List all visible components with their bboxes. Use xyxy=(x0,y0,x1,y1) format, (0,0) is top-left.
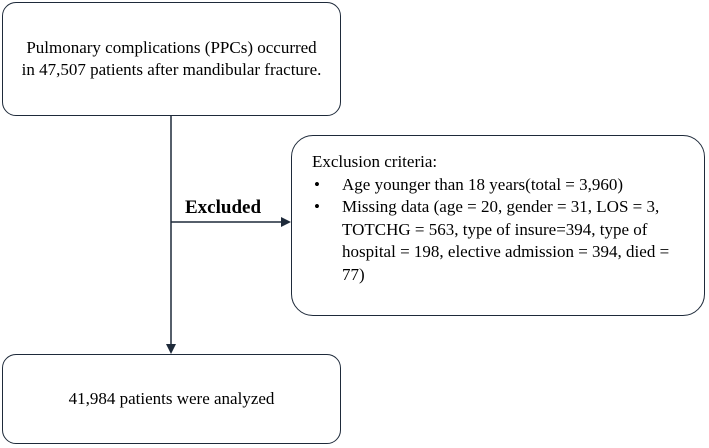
exclusion-criteria-item: • Missing data (age = 20, gender = 31, L… xyxy=(312,196,690,286)
exclusion-criteria-item-text: Age younger than 18 years(total = 3,960) xyxy=(342,174,624,194)
exclusion-criteria-item-text: Missing data (age = 20, gender = 31, LOS… xyxy=(342,197,670,284)
exclusion-criteria-box: Exclusion criteria: • Age younger than 1… xyxy=(291,135,705,316)
initial-cohort-text: Pulmonary complications (PPCs) occurred … xyxy=(21,38,322,79)
exclusion-criteria-title: Exclusion criteria: xyxy=(312,152,438,171)
analyzed-cohort-text: 41,984 patients were analyzed xyxy=(68,389,275,408)
initial-cohort-box: Pulmonary complications (PPCs) occurred … xyxy=(2,2,341,116)
exclusion-criteria-list: • Age younger than 18 years(total = 3,96… xyxy=(312,174,690,287)
excluded-label: Excluded xyxy=(185,197,262,218)
bullet-icon: • xyxy=(314,197,320,216)
bullet-icon: • xyxy=(314,174,320,194)
analyzed-cohort-box: 41,984 patients were analyzed xyxy=(2,354,341,444)
exclusion-criteria-item: • Age younger than 18 years(total = 3,96… xyxy=(312,174,690,197)
